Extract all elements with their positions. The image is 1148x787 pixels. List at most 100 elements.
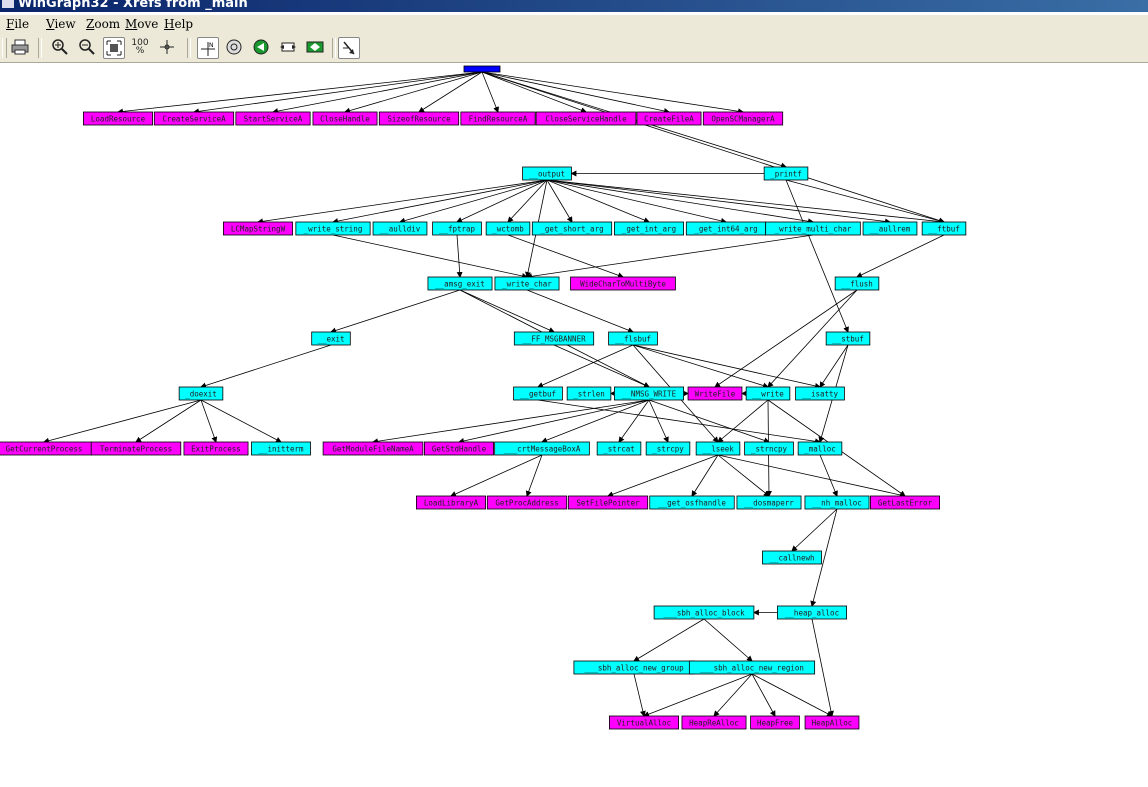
graph-root-node[interactable]	[463, 65, 501, 73]
node-box[interactable]	[614, 386, 685, 401]
graph-node[interactable]: _malloc	[797, 441, 843, 456]
graph-node[interactable]: __aulldiv	[372, 221, 428, 236]
node-box[interactable]	[750, 715, 800, 730]
node-box[interactable]	[531, 221, 613, 236]
menu-zoom[interactable]: Zoom	[86, 17, 121, 31]
node-box[interactable]	[494, 276, 560, 291]
graph-node[interactable]: _strncpy	[744, 441, 794, 456]
graph-node[interactable]: __amsg_exit	[427, 276, 493, 291]
node-box[interactable]	[311, 331, 351, 346]
graph-node[interactable]: LoadLibraryA	[415, 495, 486, 510]
graph-node[interactable]: GetModuleFileNameA	[322, 441, 424, 456]
graph-node[interactable]: __ftbuf	[921, 221, 967, 236]
menu-file[interactable]: File	[6, 17, 30, 31]
graph-node[interactable]: StartServiceA	[235, 111, 311, 126]
node-box[interactable]	[178, 386, 224, 401]
node-box[interactable]	[736, 495, 802, 510]
graph-node[interactable]: _get_int64_arg	[685, 221, 767, 236]
node-box[interactable]	[596, 441, 642, 456]
graph-node[interactable]: HeapReAlloc	[681, 715, 747, 730]
node-box[interactable]	[744, 441, 794, 456]
graph-node[interactable]: ExitProcess	[183, 441, 249, 456]
node-box[interactable]	[636, 111, 702, 126]
graph-node[interactable]: __getbuf	[513, 386, 563, 401]
node-box[interactable]	[432, 221, 482, 236]
graph-node[interactable]: __output	[522, 166, 572, 181]
node-box[interactable]	[862, 221, 918, 236]
graph-node[interactable]: CreateServiceA	[153, 111, 235, 126]
graph-node[interactable]: CreateFileA	[636, 111, 702, 126]
graph-node[interactable]: TerminateProcess	[90, 441, 182, 456]
graph-node[interactable]: __flsbuf	[608, 331, 658, 346]
node-box[interactable]	[804, 715, 860, 730]
node-box[interactable]	[614, 221, 685, 236]
menu-move[interactable]: Move	[125, 17, 159, 31]
node-box[interactable]	[649, 495, 735, 510]
node-box[interactable]	[485, 221, 531, 236]
node-box[interactable]	[153, 111, 235, 126]
node-box[interactable]	[460, 111, 536, 126]
green-fold-icon[interactable]	[305, 37, 325, 57]
graph-node[interactable]: GetStdHandle	[423, 441, 494, 456]
graph-node[interactable]: __aullrem	[862, 221, 918, 236]
graph-node[interactable]: LoadResource	[83, 111, 153, 126]
print-icon[interactable]	[10, 37, 30, 57]
node-box[interactable]	[570, 276, 676, 291]
node-box[interactable]	[870, 495, 941, 510]
graph-node[interactable]: ___sbh_alloc_new_group	[573, 660, 695, 675]
crosshair-icon[interactable]	[157, 37, 177, 57]
graph-node[interactable]: _write_string	[295, 221, 371, 236]
graph-node[interactable]: _get_int_arg	[614, 221, 685, 236]
node-box[interactable]	[567, 495, 649, 510]
stretch-icon[interactable]	[278, 37, 298, 57]
graph-node[interactable]: ___sbh_alloc_new_region	[688, 660, 816, 675]
graph-node[interactable]: _get_short_arg	[531, 221, 613, 236]
north-arrow-icon[interactable]: N	[197, 37, 219, 59]
node-box[interactable]	[427, 276, 493, 291]
graph-node[interactable]: __isatty	[795, 386, 845, 401]
node-box[interactable]	[609, 715, 680, 730]
node-box[interactable]	[688, 660, 816, 675]
node-box[interactable]	[645, 441, 691, 456]
node-box[interactable]	[566, 386, 612, 401]
node-box[interactable]	[797, 441, 843, 456]
node-box[interactable]	[825, 331, 871, 346]
fit-window-icon[interactable]	[103, 37, 125, 59]
graph-node[interactable]: CloseServiceHandle	[535, 111, 637, 126]
graph-node[interactable]: __exit	[311, 331, 351, 346]
node-box[interactable]	[183, 441, 249, 456]
node-box[interactable]	[378, 111, 460, 126]
node-box[interactable]	[777, 605, 848, 620]
graph-node[interactable]: __flush	[834, 276, 880, 291]
graph-node[interactable]: __FF_MSGBANNER	[513, 331, 595, 346]
graph-node[interactable]: HeapFree	[750, 715, 800, 730]
graph-node[interactable]: _strcat	[596, 441, 642, 456]
graph-node[interactable]: __dosmaperr	[736, 495, 802, 510]
graph-node[interactable]: ___sbh_alloc_block	[653, 605, 755, 620]
zoom-in-icon[interactable]	[50, 37, 70, 57]
graph-node[interactable]: ___crtMessageBoxA	[494, 441, 590, 456]
graph-node[interactable]: _strcpy	[645, 441, 691, 456]
node-box[interactable]	[423, 441, 494, 456]
node-box[interactable]	[653, 605, 755, 620]
graph-node[interactable]: CloseHandle	[312, 111, 378, 126]
graph-node[interactable]: __callnewh	[762, 550, 822, 565]
node-box[interactable]	[702, 111, 784, 126]
graph-node[interactable]: OpenSCManagerA	[702, 111, 784, 126]
graph-node[interactable]: HeapAlloc	[804, 715, 860, 730]
node-box[interactable]	[522, 166, 572, 181]
graph-node[interactable]: GetLastError	[870, 495, 941, 510]
graph-node[interactable]: SizeofResource	[378, 111, 460, 126]
node-box[interactable]	[687, 386, 743, 401]
node-box[interactable]	[763, 166, 809, 181]
layout-arrow-icon[interactable]	[338, 37, 360, 59]
node-box[interactable]	[762, 550, 822, 565]
node-box[interactable]	[295, 221, 371, 236]
graph-node[interactable]: __stbuf	[825, 331, 871, 346]
graph-node[interactable]: _write_char	[494, 276, 560, 291]
node-box[interactable]	[312, 111, 378, 126]
node-box[interactable]	[83, 111, 153, 126]
graph-node[interactable]: WriteFile	[687, 386, 743, 401]
node-box[interactable]	[90, 441, 182, 456]
